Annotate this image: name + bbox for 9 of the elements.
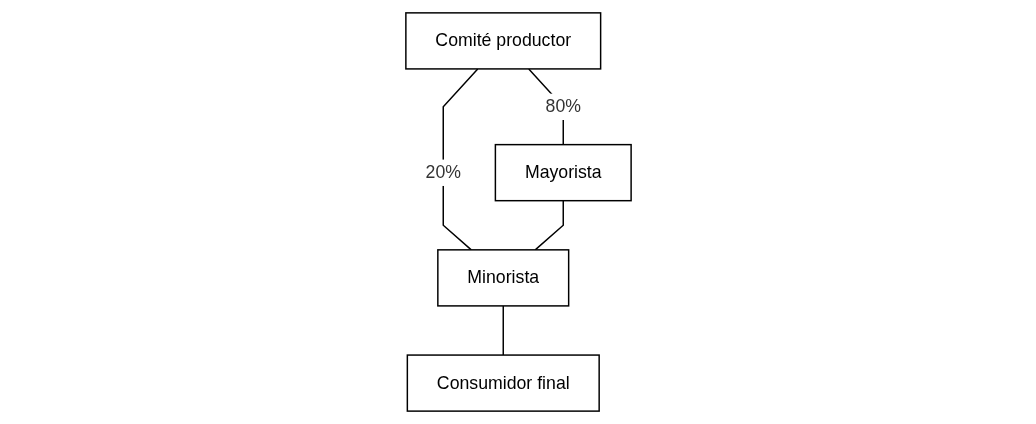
edge-label: 80% [545,96,581,117]
node-box: Consumidor final [406,354,600,412]
edge-label: 20% [425,162,461,182]
node-box: Comité productor [404,12,601,70]
connector [442,68,478,251]
connector [502,305,504,356]
node-box: Mayorista [494,143,632,202]
connector [533,199,564,251]
node-box: Minorista [436,249,569,307]
